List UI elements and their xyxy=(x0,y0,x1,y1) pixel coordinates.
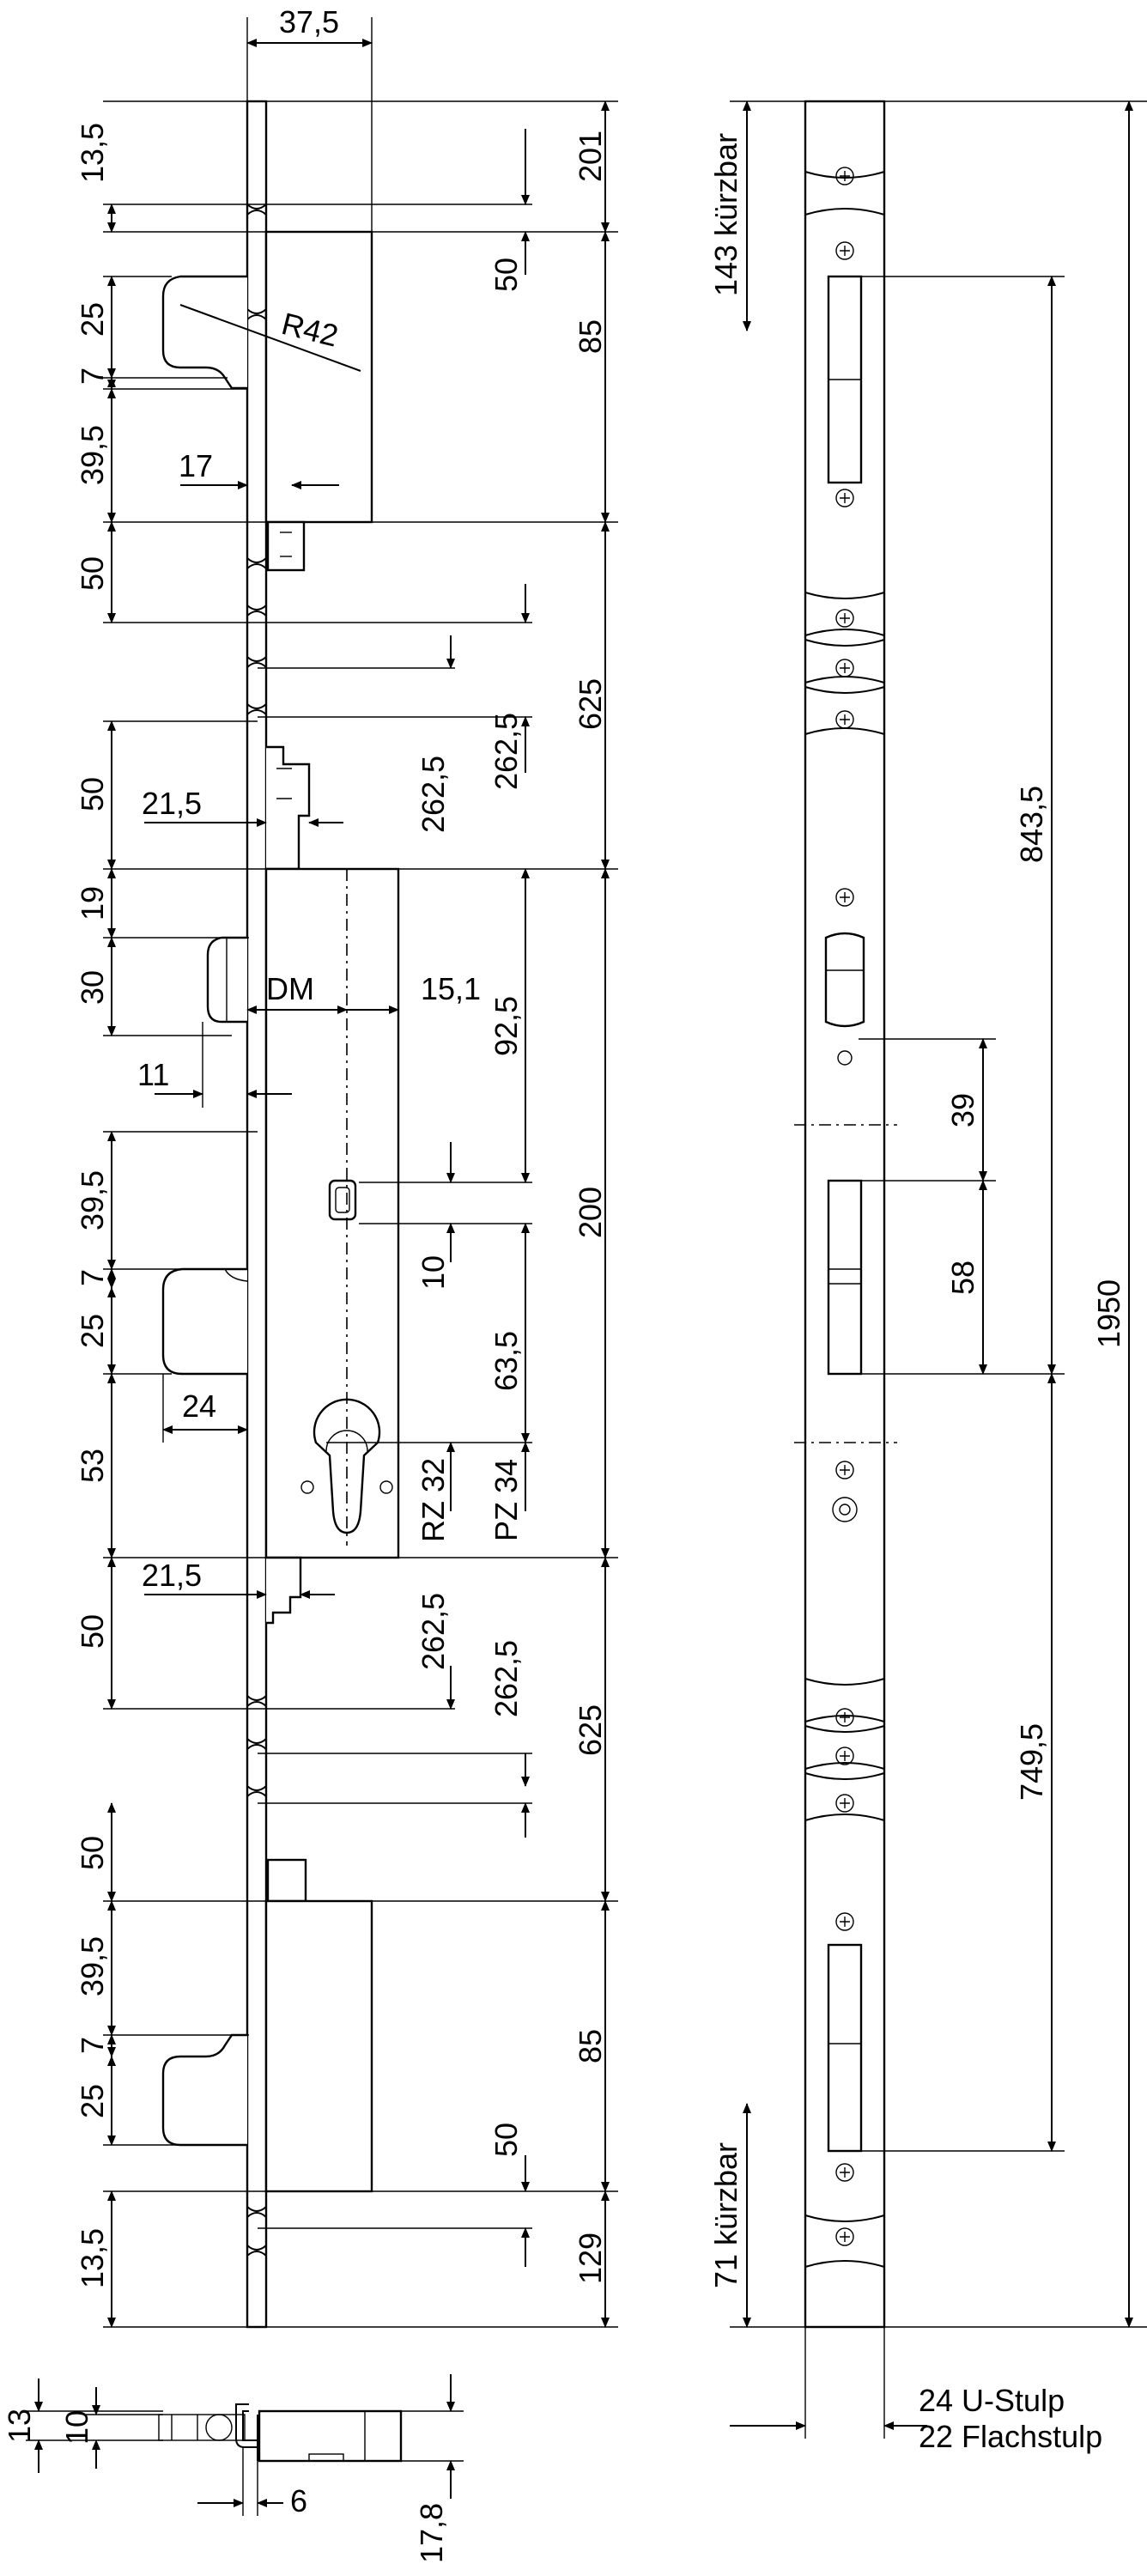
screw-hole xyxy=(300,1480,314,1494)
dim-262-5-c: 262,5 xyxy=(416,1593,451,1670)
dim-749-5: 749,5 xyxy=(1014,1723,1049,1801)
cylinder-cutout xyxy=(313,1398,381,1534)
screw-hole xyxy=(379,1480,393,1494)
dim-63-5: 63,5 xyxy=(489,1331,524,1391)
latch xyxy=(206,936,247,1024)
dim-843-5: 843,5 xyxy=(1014,786,1049,863)
dim-25-c: 25 xyxy=(75,2084,110,2118)
dim-13-5-bot: 13,5 xyxy=(75,2228,110,2288)
dim-11: 11 xyxy=(137,1057,169,1092)
dim-50-c: 50 xyxy=(75,777,110,811)
dim-kurzbar-bot: 71 kürzbar xyxy=(708,2142,743,2288)
front-view xyxy=(794,100,897,2329)
faceplate-strip xyxy=(246,100,268,2329)
dim-19: 19 xyxy=(75,886,110,920)
sec-dim-13: 13 xyxy=(2,2409,37,2443)
latch-front xyxy=(824,932,865,1028)
dimension-lines xyxy=(107,39,610,2328)
dim-262-5-a: 262,5 xyxy=(416,756,451,833)
dim-25-b: 25 xyxy=(75,1314,110,1348)
dim-39-5-c: 39,5 xyxy=(75,1936,110,1996)
dim-kurzbar-top: 143 kürzbar xyxy=(708,133,743,296)
dim-39: 39 xyxy=(945,1093,980,1127)
sec-dim-6: 6 xyxy=(290,2483,307,2518)
dim-625-a: 625 xyxy=(573,678,608,730)
dim-top-width: 37,5 xyxy=(279,4,339,39)
lower-lock-case xyxy=(264,1899,373,2193)
upper-bolt-block xyxy=(266,745,311,871)
dim-rz: RZ 32 xyxy=(416,1458,451,1542)
dim-50-a: 50 xyxy=(489,258,524,292)
dim-262-5-b: 262,5 xyxy=(489,713,524,790)
label-flachstulp: 22 Flachstulp xyxy=(919,2419,1102,2454)
dim-50-b: 50 xyxy=(75,556,110,591)
sec-dim-17-8: 17,8 xyxy=(414,2503,449,2563)
dim-13-5-top: 13,5 xyxy=(75,123,110,183)
dim-10: 10 xyxy=(416,1255,451,1290)
dim-58: 58 xyxy=(945,1261,980,1295)
dim-25-a: 25 xyxy=(75,302,110,337)
dim-1950: 1950 xyxy=(1091,1279,1126,1348)
sec-dim-10: 10 xyxy=(59,2410,94,2445)
dim-625-b: 625 xyxy=(573,1704,608,1756)
lower-hook-bolt xyxy=(161,2033,247,2147)
upper-lock-case xyxy=(264,230,373,524)
main-hook-bolt xyxy=(161,1267,247,1376)
dim-dm: DM xyxy=(266,971,314,1006)
dim-7-c: 7 xyxy=(75,2037,110,2054)
lower-bolt-block xyxy=(266,1556,302,1625)
label-u-stulp: 24 U-Stulp xyxy=(919,2383,1065,2418)
upper-hook-bolt xyxy=(161,275,247,390)
cross-section xyxy=(158,2403,403,2463)
dim-85-b: 85 xyxy=(573,2029,608,2063)
dim-21-5-b: 21,5 xyxy=(142,1558,202,1593)
dim-7-a: 7 xyxy=(75,368,110,385)
side-view xyxy=(161,100,400,2329)
dim-17: 17 xyxy=(179,448,213,483)
dim-85-a: 85 xyxy=(573,319,608,354)
dim-50-f: 50 xyxy=(489,2123,524,2157)
extension-lines xyxy=(103,17,618,2328)
dim-201: 201 xyxy=(573,131,608,182)
dim-53: 53 xyxy=(75,1449,110,1483)
dim-7-b: 7 xyxy=(75,1269,110,1286)
dim-24: 24 xyxy=(182,1388,216,1424)
dim-129: 129 xyxy=(573,2233,608,2284)
lower-roller xyxy=(266,1858,307,1903)
upper-roller xyxy=(266,520,306,572)
dim-200: 200 xyxy=(573,1187,608,1238)
dim-92-5: 92,5 xyxy=(489,996,524,1056)
dim-21-5-a: 21,5 xyxy=(142,786,202,821)
dim-pz: PZ 34 xyxy=(489,1459,524,1541)
dim-39-5-b: 39,5 xyxy=(75,1170,110,1230)
lower-bolt-slot xyxy=(827,1943,863,2153)
dim-15-1: 15,1 xyxy=(421,971,481,1006)
dim-50-d: 50 xyxy=(75,1614,110,1649)
dim-39-5-a: 39,5 xyxy=(75,425,110,485)
dim-50-e: 50 xyxy=(75,1836,110,1870)
dim-262-5-d: 262,5 xyxy=(489,1640,524,1717)
main-bolt-slot xyxy=(827,1179,863,1376)
dim-30: 30 xyxy=(75,970,110,1005)
spindle-square xyxy=(328,1179,357,1221)
